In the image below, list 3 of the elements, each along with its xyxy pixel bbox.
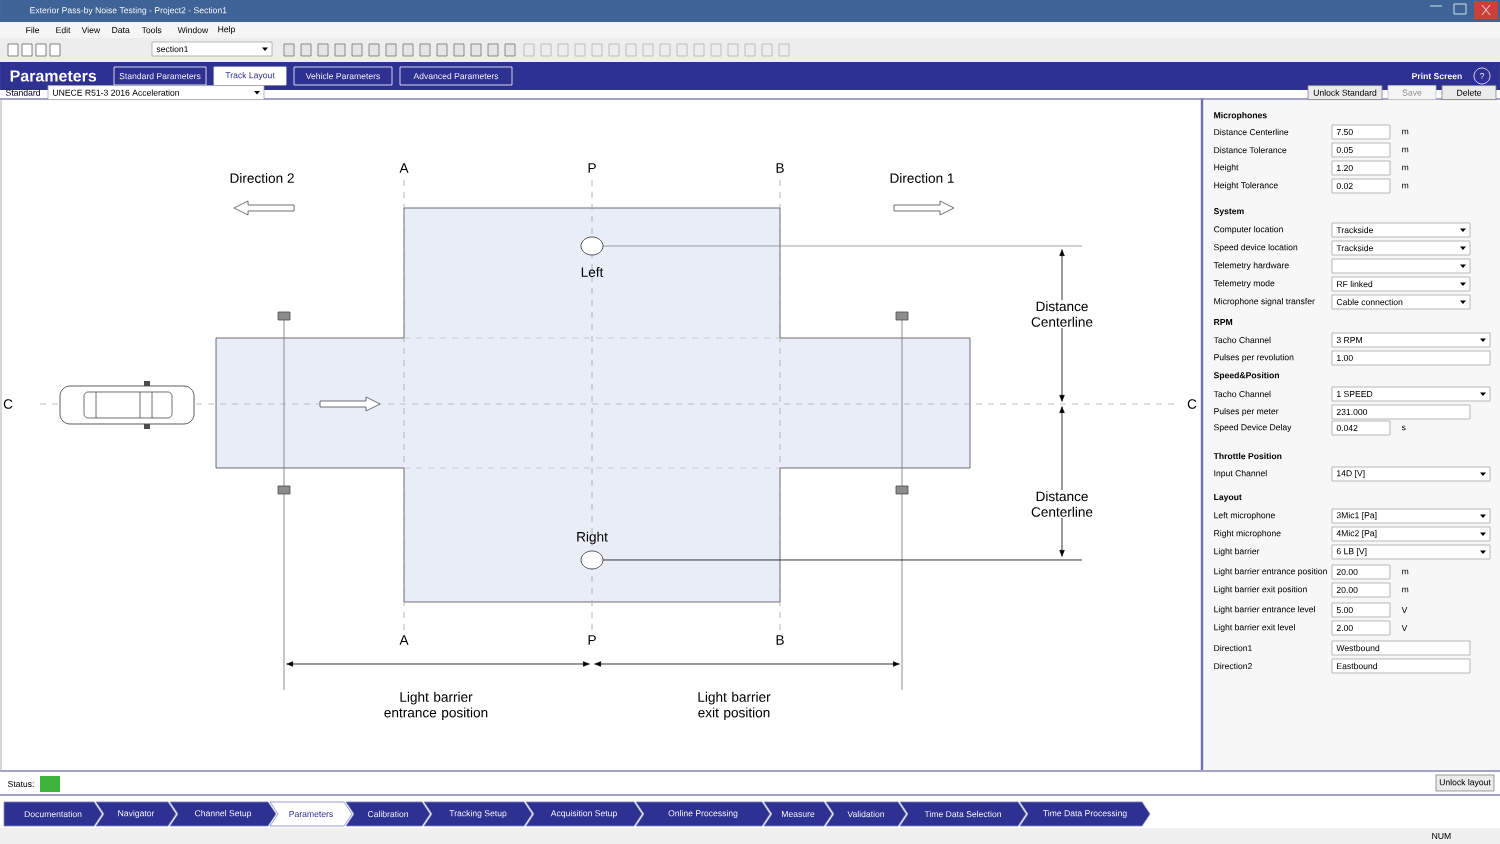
- microphone-circle: [580, 550, 604, 570]
- page-title: Parameters: [10, 70, 97, 82]
- microphone-circle: [580, 236, 604, 256]
